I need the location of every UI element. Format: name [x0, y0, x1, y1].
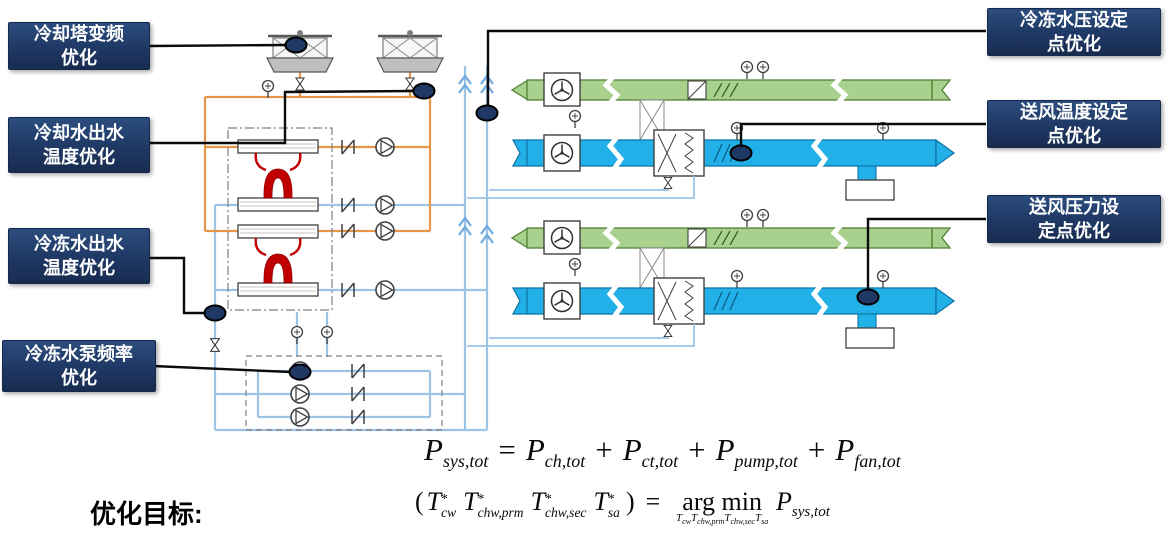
- eq2-var-chw-sec: T*chw,sec: [530, 487, 587, 521]
- label-line: 优化: [61, 368, 97, 388]
- label-cooling-tower-vfd: 冷却塔变频 优化: [8, 22, 150, 70]
- chiller-2-icon: [236, 223, 320, 298]
- air-handling-unit-1: [467, 62, 954, 201]
- marker-chw-pressure: [475, 104, 499, 122]
- eq2-result: Psys,tot: [775, 487, 830, 521]
- marker-supply-air-temp: [729, 144, 753, 162]
- label-line: 冷冻水压设定: [1020, 9, 1128, 30]
- label-line: 点优化: [1047, 34, 1101, 54]
- valve-icon: [405, 77, 415, 91]
- air-handling-unit-2: [467, 210, 954, 349]
- label-chw-pressure-setpoint: 冷冻水压设定 点优化: [987, 8, 1161, 56]
- label-line: 冷却塔变频: [34, 23, 124, 44]
- label-chw-outlet-temp: 冷冻水出水 温度优化: [8, 228, 150, 284]
- label-cw-outlet-temp: 冷却水出水 温度优化: [8, 117, 150, 173]
- label-line: 点优化: [1047, 126, 1101, 146]
- plant-valves-and-pumps: [210, 137, 395, 352]
- marker-cooling-tower-vfd: [284, 36, 308, 54]
- equation-total-power: Psys,tot=Pch,tot+Pct,tot+Ppump,tot+Pfan,…: [424, 432, 901, 472]
- label-line: 送风压力设: [1029, 196, 1119, 217]
- marker-chw-pump-freq: [288, 363, 312, 381]
- label-line: 冷冻水泵频率: [25, 343, 133, 364]
- callout-lines: [149, 29, 986, 374]
- objective-heading: 优化目标:: [90, 499, 203, 529]
- label-supply-air-pressure-setpoint: 送风压力设 定点优化: [987, 195, 1161, 243]
- secondary-pump-group-boundary: [245, 355, 443, 431]
- marker-chw-outlet-temp: [203, 304, 227, 322]
- eq1-term-fan: Pfan,tot: [835, 432, 901, 472]
- sensor-icon: [261, 79, 275, 99]
- eq1-term-pump: Ppump,tot: [715, 432, 798, 472]
- marker-supply-air-pressure: [856, 288, 880, 306]
- chiller-1-icon: [236, 138, 320, 213]
- marker-cw-outlet-temp: [412, 82, 436, 100]
- label-supply-air-temp-setpoint: 送风温度设定 点优化: [987, 100, 1161, 148]
- eq1-lhs: Psys,tot: [424, 432, 489, 472]
- label-line: 定点优化: [1038, 221, 1110, 241]
- eq1-term-ct: Pct,tot: [622, 432, 679, 472]
- eq2-var-cw: T*cw: [426, 487, 457, 521]
- label-line: 温度优化: [43, 147, 115, 167]
- label-line: 优化: [61, 48, 97, 68]
- label-line: 冷冻水出水: [34, 233, 124, 254]
- label-line: 温度优化: [43, 258, 115, 278]
- valve-icon: [295, 77, 305, 91]
- chiller-plant-boundary: [227, 127, 333, 311]
- label-line: 送风温度设定: [1020, 101, 1128, 122]
- cooling-tower-2-icon: [375, 28, 445, 74]
- eq2-var-chw-prm: T*chw,prm: [463, 487, 524, 521]
- eq2-var-sa: T*sa: [593, 487, 620, 521]
- label-line: 冷却水出水: [34, 122, 124, 143]
- label-chw-pump-freq: 冷冻水泵频率 优化: [2, 340, 156, 392]
- eq1-term-ch: Pch,tot: [525, 432, 586, 472]
